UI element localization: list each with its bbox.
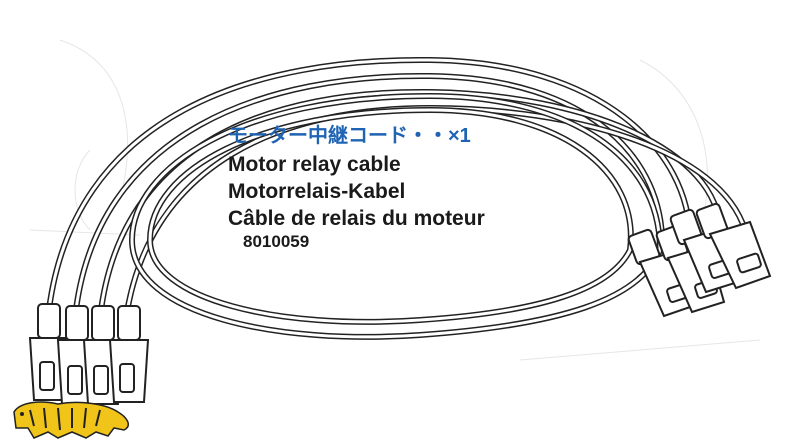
right-connectors (627, 202, 772, 318)
background-faint-lines (29, 39, 761, 361)
wire-bundle (45, 56, 748, 340)
left-connector-1 (28, 303, 70, 401)
part-number: 8010059 (243, 232, 310, 251)
left-connector-4 (108, 305, 150, 403)
right-connector-4 (695, 202, 772, 290)
left-connectors (28, 303, 150, 405)
wire-2 (72, 72, 666, 319)
cable-name-japanese: モーター中継コード・・×1 (228, 125, 471, 147)
inner-loop-2 (128, 92, 663, 340)
cable-name-english: Motor relay cable (228, 153, 401, 176)
cable-name-german: Motorrelais-Kabel (228, 180, 406, 203)
tamiya-tiger-logo-icon (13, 401, 129, 439)
cable-name-french: Câble de relais du moteur (228, 207, 485, 230)
inner-loop (146, 106, 634, 325)
